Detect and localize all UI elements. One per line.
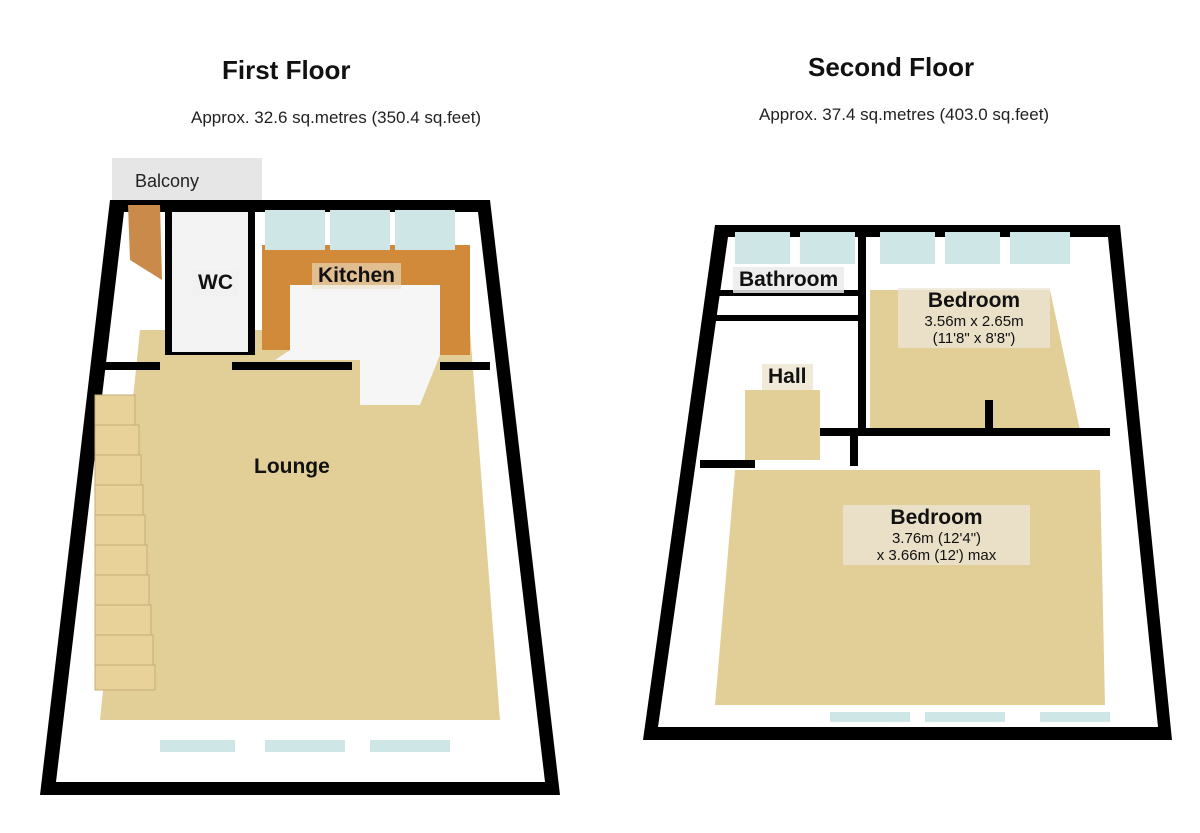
room-label-bathroom: Bathroom [733,267,845,293]
bedroom-2-dim-2: x 3.66m (12') max [876,547,997,564]
first-floor-area: Approx. 32.6 sq.metres (350.4 sq.feet) [191,108,482,127]
room-label-bedroom-2: Bedroom 3.76m (12'4") x 3.66m (12') max [843,505,1030,565]
first-floor-title: First Floor [222,55,351,85]
bedroom-1-name: Bedroom [927,289,1021,312]
bedroom-1-dim-metric: 3.56m x 2.65m [924,313,1024,330]
room-label-kitchen: Kitchen [312,263,402,289]
bedroom-2-dim-1: 3.76m (12'4") [891,530,982,547]
room-label-bedroom-1: Bedroom 3.56m x 2.65m (11'8" x 8'8") [898,288,1050,348]
second-floor-title: Second Floor [808,52,975,82]
room-label-balcony: Balcony [135,171,200,191]
room-label-lounge: Lounge [254,455,330,478]
bedroom-2-name: Bedroom [890,506,983,529]
bedroom-1-dim-imperial: (11'8" x 8'8") [932,330,1016,347]
room-label-hall: Hall [762,364,813,390]
second-floor-area: Approx. 37.4 sq.metres (403.0 sq.feet) [759,105,1050,124]
room-label-wc: WC [192,270,239,296]
